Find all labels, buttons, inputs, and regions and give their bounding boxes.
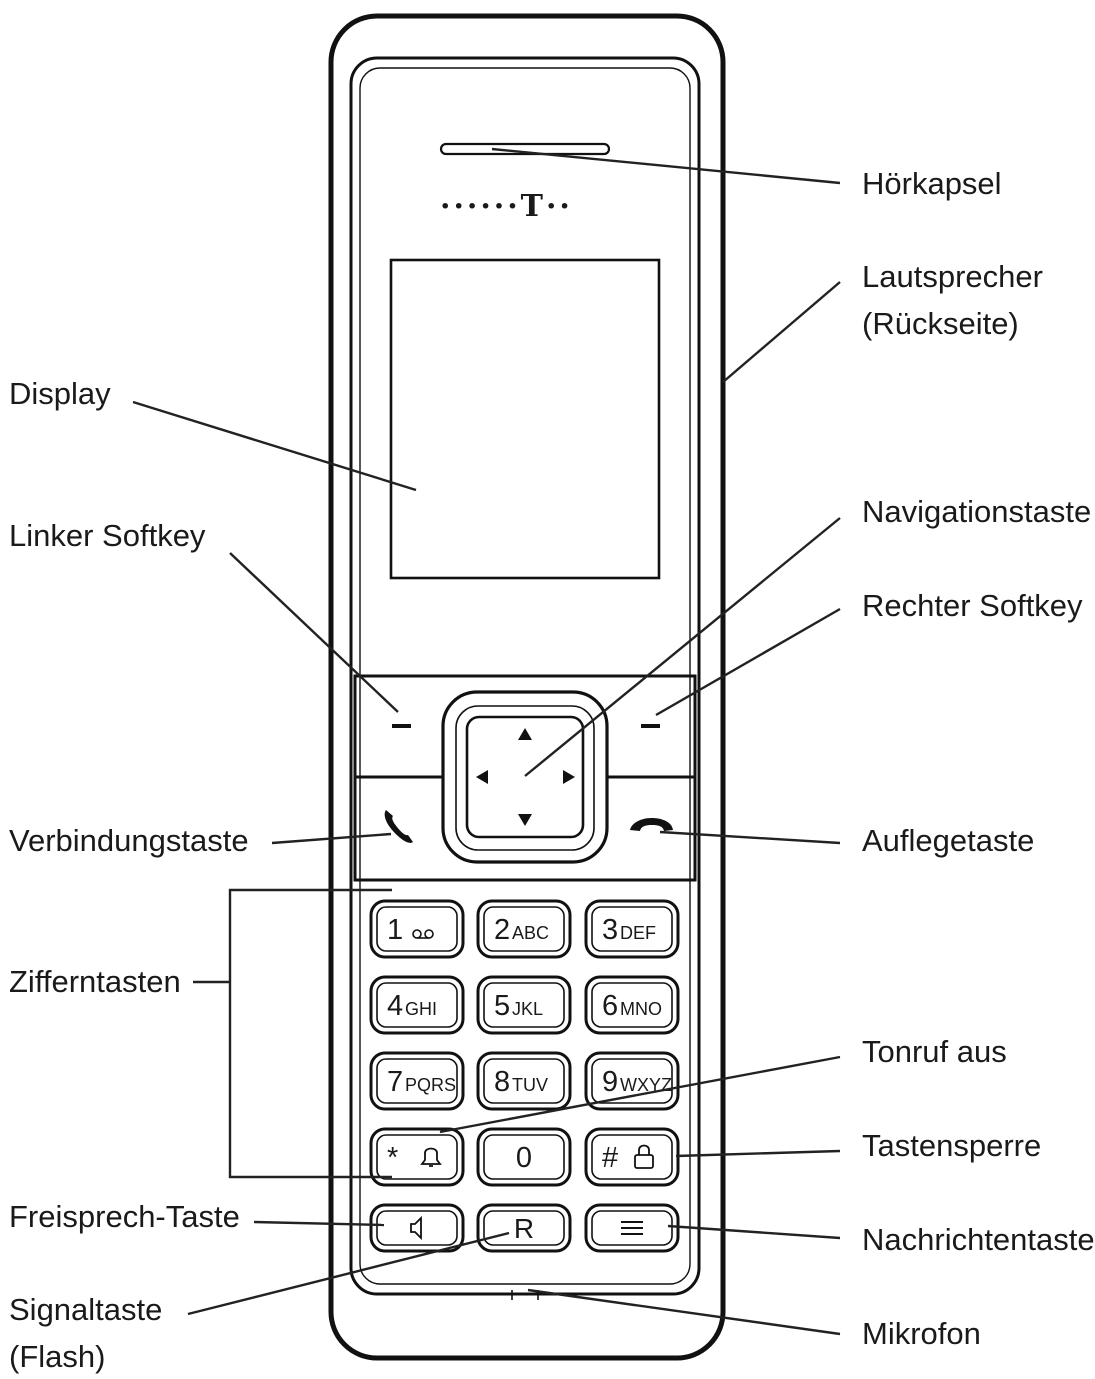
key-letters-label: DEF: [620, 923, 656, 943]
key-digit-label: 6: [602, 990, 618, 1022]
key-0[interactable]: 0: [476, 1127, 572, 1187]
logo-text: ······T··: [440, 189, 573, 224]
label-linker-softkey: Linker Softkey: [9, 518, 206, 553]
key-letters-label: MNO: [620, 999, 662, 1019]
display-screen: [389, 258, 661, 580]
key-digit-label: 2: [494, 914, 510, 946]
key-r-label: R: [514, 1213, 534, 1244]
key-digit-label: 0: [516, 1142, 532, 1174]
label-auflegetaste: Auflegetaste: [862, 823, 1034, 858]
key-digit-label: 1: [387, 914, 403, 946]
key-digit-label: 7: [387, 1066, 403, 1098]
label-freisprech-taste: Freisprech-Taste: [9, 1199, 240, 1234]
lock-icon: [634, 1144, 654, 1169]
label-tonruf-aus: Tonruf aus: [862, 1034, 1007, 1069]
phone-call-icon: [384, 810, 413, 843]
callout-labels: Hörkapsel Lautsprecher (Rückseite) Displ…: [9, 166, 1095, 1374]
label-tastensperre: Tastensperre: [862, 1128, 1041, 1163]
voicemail-icon: [412, 929, 434, 939]
label-lautsprecher: Lautsprecher: [862, 259, 1043, 294]
label-zifferntasten: Zifferntasten: [9, 964, 181, 999]
key-letters-label: ABC: [512, 923, 549, 943]
control-panel: [353, 674, 697, 882]
down-arrow-icon: [518, 814, 532, 826]
up-arrow-icon: [518, 728, 532, 740]
key-hash[interactable]: #: [584, 1127, 680, 1187]
label-signaltaste: Signaltaste: [9, 1292, 162, 1327]
right-arrow-icon: [563, 770, 575, 784]
key-digit-label: 3: [602, 914, 618, 946]
key-letters-label: TUV: [512, 1075, 548, 1095]
label-display: Display: [9, 376, 111, 411]
handsfree-key[interactable]: [369, 1203, 465, 1253]
message-key[interactable]: [584, 1203, 680, 1253]
key-letters-label: GHI: [405, 999, 437, 1019]
speaker-icon: [410, 1215, 422, 1241]
navigation-key[interactable]: [441, 690, 609, 864]
left-arrow-icon: [476, 770, 488, 784]
label-lautsprecher-note: (Rückseite): [862, 306, 1019, 341]
flash-key[interactable]: R: [476, 1203, 572, 1253]
bell-icon: [420, 1147, 442, 1167]
key-digit-label: *: [387, 1142, 398, 1174]
label-nachrichtentaste: Nachrichtentaste: [862, 1222, 1095, 1257]
key-star[interactable]: *: [369, 1127, 465, 1187]
key-digit-label: 5: [494, 990, 510, 1022]
phone-hangup-icon: [630, 818, 673, 831]
key-letters-label: JKL: [512, 999, 543, 1019]
hangup-key[interactable]: [630, 818, 673, 831]
key-digit-label: 9: [602, 1066, 618, 1098]
label-hoerkapsel: Hörkapsel: [862, 166, 1002, 201]
label-navigationstaste: Navigationstaste: [862, 494, 1091, 529]
label-verbindungstaste: Verbindungstaste: [9, 823, 249, 858]
earpiece: [439, 142, 611, 156]
label-rechter-softkey: Rechter Softkey: [862, 588, 1083, 623]
menu-icon: [621, 1221, 643, 1235]
key-digit-label: 4: [387, 990, 403, 1022]
label-signaltaste-note: (Flash): [9, 1339, 105, 1374]
call-key[interactable]: [384, 810, 413, 843]
telekom-logo: ······T··: [440, 189, 573, 224]
key-letters-label: PQRS: [405, 1075, 456, 1095]
key-digit-label: #: [602, 1142, 618, 1174]
key-letters-label: WXYZ: [620, 1075, 672, 1095]
leader-lines: [132, 147, 841, 1336]
key-digit-label: 8: [494, 1066, 510, 1098]
label-mikrofon: Mikrofon: [862, 1316, 981, 1351]
key-1[interactable]: 1: [369, 899, 465, 959]
